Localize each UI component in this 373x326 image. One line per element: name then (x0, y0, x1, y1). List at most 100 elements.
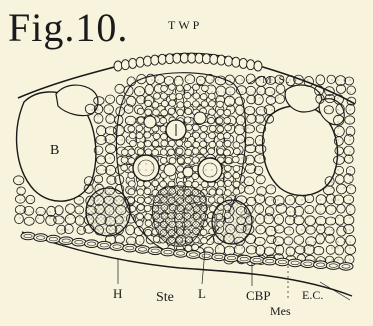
mesophyll-cell (304, 77, 313, 87)
mesophyll-cell (285, 195, 295, 205)
upper-epidermal-cell (225, 56, 233, 66)
mesophyll-cell (94, 114, 103, 123)
bundle-cell (201, 101, 208, 107)
mesophyll-cell (246, 86, 256, 95)
mesophyll-cell (26, 195, 35, 203)
bundle-cell (121, 157, 128, 163)
mesophyll-cell (115, 235, 124, 244)
bundle-cell (209, 125, 216, 131)
mesophyll-cell (304, 245, 315, 255)
figure-title: Fig.10. (8, 4, 128, 51)
mesophyll-cell (333, 195, 343, 205)
bundle-cell (153, 109, 160, 115)
mesophyll-cell (316, 204, 326, 214)
mesophyll-cell (266, 96, 276, 104)
mesophyll-cell (106, 95, 115, 104)
bundle-cell (169, 84, 176, 90)
bundle-cell (145, 109, 152, 115)
mesophyll-cell (104, 105, 114, 114)
mesophyll-cell (245, 107, 255, 115)
mesophyll-cell (255, 194, 265, 203)
lower-epidermal-cell (275, 258, 289, 266)
mesophyll-cell (336, 175, 345, 184)
mesophyll-cell (236, 105, 244, 115)
bundle-cell (137, 108, 144, 114)
upper-epidermal-cell (136, 57, 144, 67)
mesophyll-cell (344, 146, 354, 156)
mesophyll-cell (294, 75, 304, 84)
bundle-cell (137, 197, 144, 203)
bundle-cell (144, 188, 151, 194)
bundle-cell (145, 100, 152, 106)
mesophyll-cell (125, 116, 136, 125)
mesophyll-cell (275, 95, 285, 104)
bundle-cell (160, 149, 167, 155)
mesophyll-cell (256, 245, 265, 255)
bundle-cell (200, 141, 207, 147)
mesophyll-cell (346, 205, 355, 215)
lower-epidermal-cell (314, 261, 328, 269)
bundle-cell (233, 172, 240, 178)
mesophyll-cell (66, 204, 76, 214)
mesophyll-cell (24, 217, 34, 225)
bundle-cell (200, 148, 207, 154)
mesophyll-cell (325, 94, 335, 102)
mesophyll-cell (64, 224, 73, 233)
mesophyll-cell (246, 74, 255, 84)
mesophyll-cell (97, 156, 106, 164)
upper-epidermal-cell (202, 54, 210, 64)
lower-epidermal-cell (148, 247, 162, 255)
bundle-cell (152, 141, 159, 147)
upper-epidermal-cell (247, 60, 255, 70)
bundle-cell (152, 102, 159, 108)
mesophyll-cell (264, 214, 274, 224)
bundle-cell (233, 181, 240, 187)
bundle-cell (208, 117, 215, 123)
upper-epidermal-cell (254, 61, 262, 71)
bundle-cell (209, 101, 216, 107)
lateral-bundle-right (212, 200, 252, 244)
bundle-cell (168, 140, 175, 146)
mesophyll-cell (24, 206, 34, 215)
bundle-cell (138, 142, 145, 148)
bundle-cell (169, 94, 176, 100)
bundle-cell (184, 117, 191, 123)
mesophyll-cell (337, 204, 345, 213)
mesophyll-cell (345, 77, 354, 85)
bundle-cell (152, 149, 159, 155)
lower-epidermal-cell (174, 250, 188, 258)
mesophyll-cell (84, 184, 93, 193)
label-ms: M.S. (262, 74, 291, 86)
mesophyll-cell (337, 184, 347, 194)
upper-epidermal-cell (217, 55, 225, 65)
bundle-cell (121, 165, 128, 171)
bundle-cell (161, 93, 168, 99)
upper-epidermal-cell (114, 61, 122, 71)
bundle-cell (161, 110, 168, 116)
bundle-cell (184, 84, 191, 90)
bundle-cell (224, 190, 231, 196)
bundle-cell (193, 84, 200, 90)
mesophyll-cell (335, 215, 344, 225)
mesophyll-cell (196, 76, 205, 85)
mesophyll-cell (94, 105, 103, 114)
mesophyll-cell (324, 186, 335, 195)
bundle-cell (233, 142, 240, 148)
mesophyll-cell (216, 86, 226, 96)
mesophyll-cell (346, 235, 356, 245)
bundle-cell (224, 110, 231, 116)
upper-epidermal-cell (180, 53, 188, 63)
upper-epidermal-cell (166, 54, 174, 64)
bundle-cell (144, 132, 151, 138)
mesophyll-cell (344, 134, 354, 144)
bundle-cell (161, 134, 168, 140)
bundle-cell (208, 93, 215, 99)
mesophyll-cell (126, 237, 136, 245)
bundle-cell (217, 109, 224, 115)
mesophyll-cell (257, 86, 266, 95)
bundle-cell (217, 133, 224, 139)
bundle-cell (217, 148, 224, 154)
bundle-cell (176, 85, 183, 91)
bundle-cell (224, 140, 231, 146)
bundle-cell (208, 148, 215, 154)
